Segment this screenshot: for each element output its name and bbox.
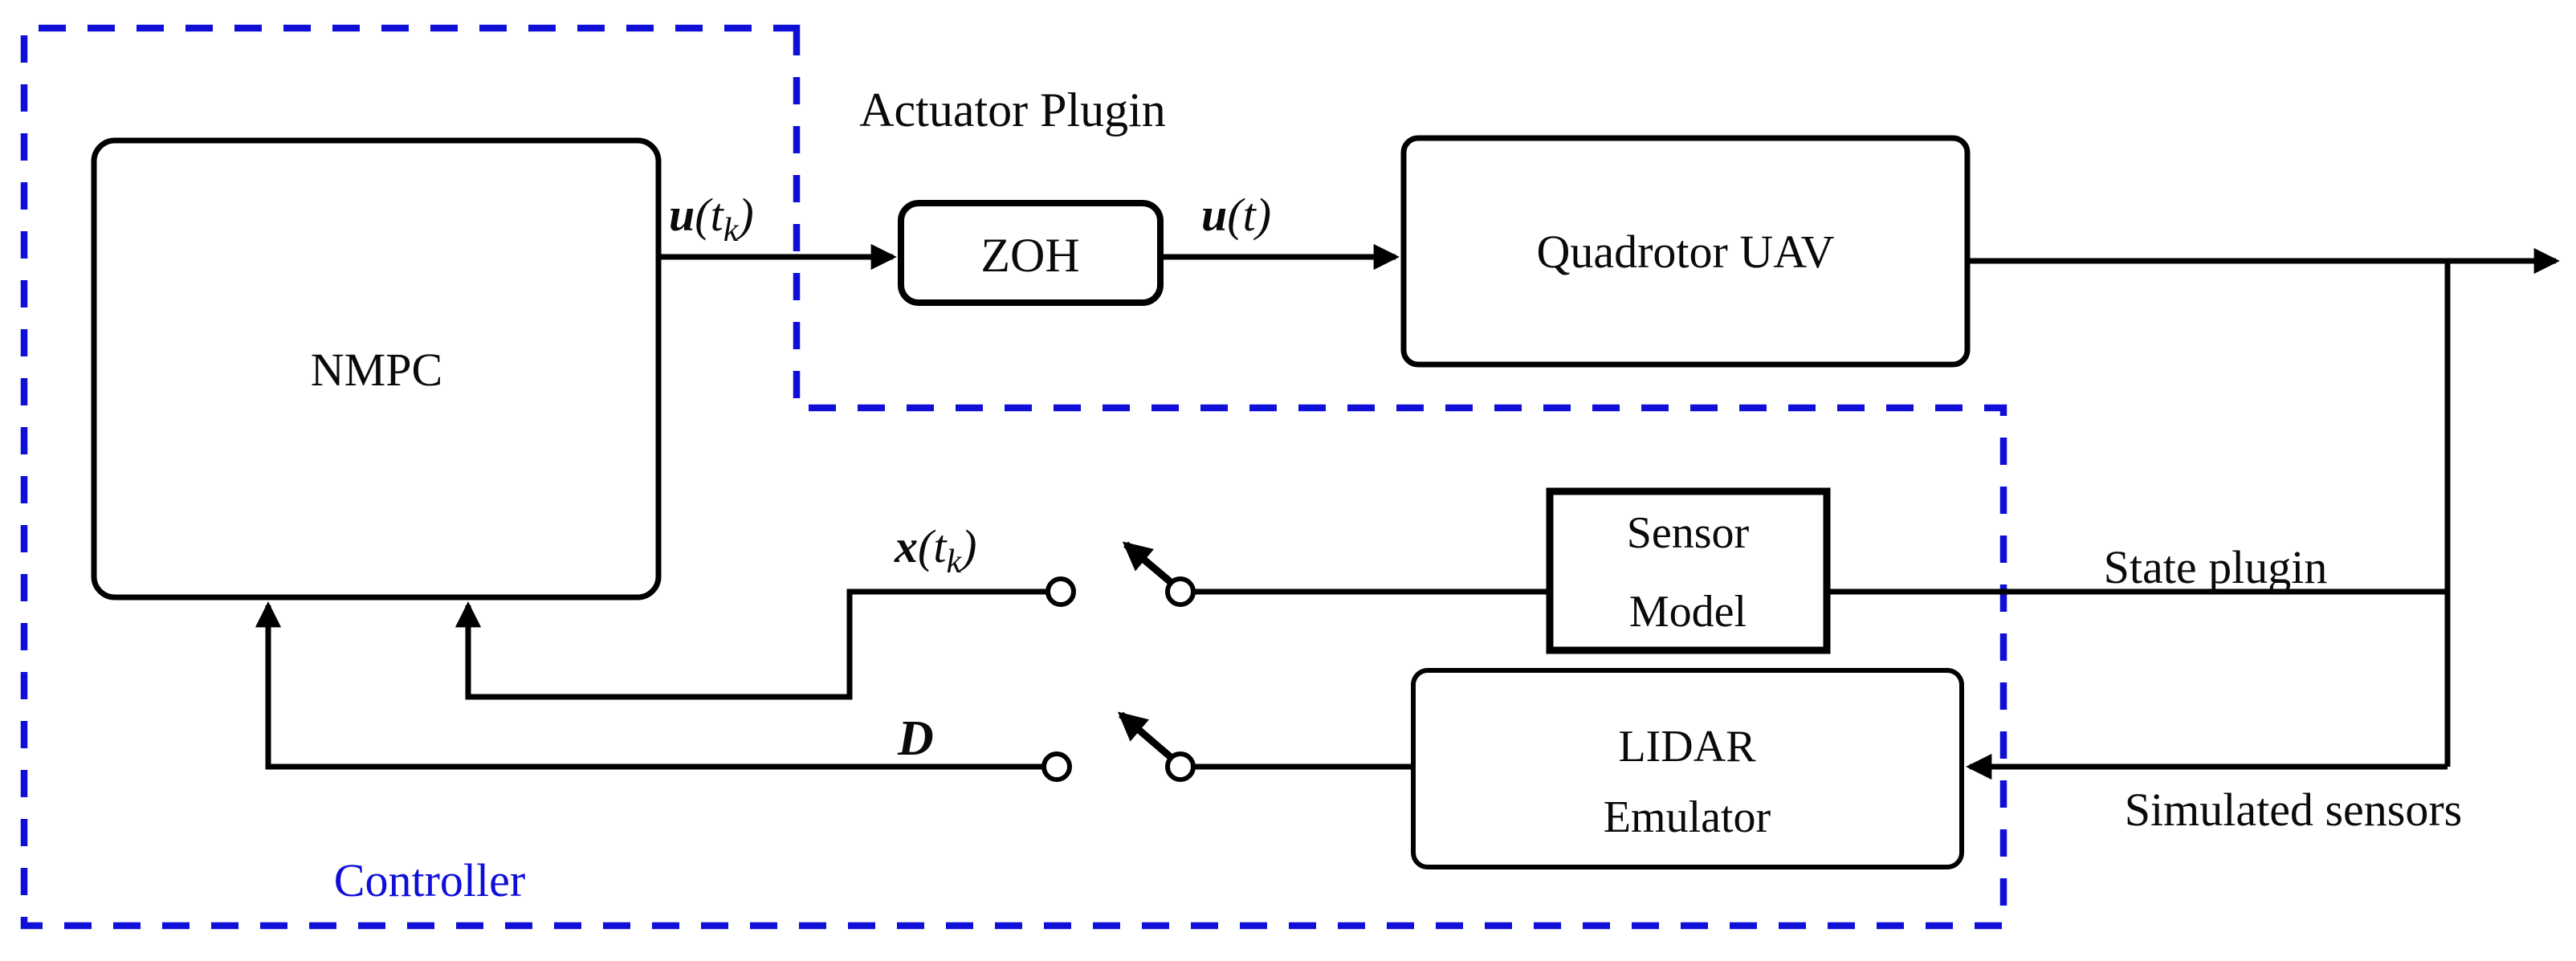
zoh-block-label: ZOH	[980, 229, 1079, 282]
sensor-model-label-line1: Sensor	[1627, 508, 1750, 558]
lidar-emulator-label-line1: LIDAR	[1618, 722, 1756, 772]
x-tk-variable: x	[894, 520, 918, 572]
lidar-emulator-label-line2: Emulator	[1604, 792, 1771, 842]
switch-x-left-contact	[1045, 576, 1076, 607]
u-tk-variable: u	[669, 189, 695, 241]
x-tk-close: )	[959, 520, 976, 572]
x-tk-rest: (t	[918, 520, 948, 572]
sensor-model-block	[1546, 487, 1831, 654]
zoh-block	[898, 200, 1164, 306]
controller-region-label: Controller	[334, 854, 525, 906]
lidar-emulator-block	[1411, 668, 1964, 869]
x-tk-subscript: k	[946, 544, 962, 580]
switch-x-arm	[1122, 541, 1174, 586]
x-tk-signal-label: x(tk)	[894, 520, 976, 580]
switch-d-left-contact	[1041, 751, 1072, 782]
actuator-plugin-label: Actuator Plugin	[859, 83, 1166, 136]
switch-d-right-contact	[1165, 751, 1196, 782]
u-tk-close: )	[736, 189, 753, 241]
x-tk-feedback-line	[454, 588, 1054, 700]
u-tk-subscript: k	[723, 212, 740, 249]
switch-x-right-contact	[1165, 576, 1196, 607]
d-signal-label: D	[897, 711, 934, 766]
sensor-model-label-line2: Model	[1629, 587, 1747, 637]
quadrotor-uav-block-label: Quadrotor UAV	[1536, 226, 1834, 278]
u-t-variable: u	[1201, 189, 1227, 241]
nmpc-block	[91, 137, 662, 601]
quadrotor-uav-block	[1400, 135, 1971, 368]
u-t-rest: (t)	[1227, 189, 1271, 241]
u-tk-signal-label: u(tk)	[669, 189, 754, 249]
u-tk-rest: (t	[695, 189, 724, 241]
switch-d-arm	[1117, 711, 1174, 761]
state-plugin-label: State plugin	[2104, 541, 2328, 593]
sampling-switch-d	[1041, 711, 1196, 782]
d-feedback-line	[255, 601, 1050, 770]
d-variable: D	[897, 711, 934, 766]
u-t-signal-label: u(t)	[1201, 189, 1271, 241]
nmpc-block-label: NMPC	[311, 344, 442, 396]
simulated-sensors-label: Simulated sensors	[2125, 784, 2462, 836]
sampling-switch-x	[1045, 541, 1196, 607]
